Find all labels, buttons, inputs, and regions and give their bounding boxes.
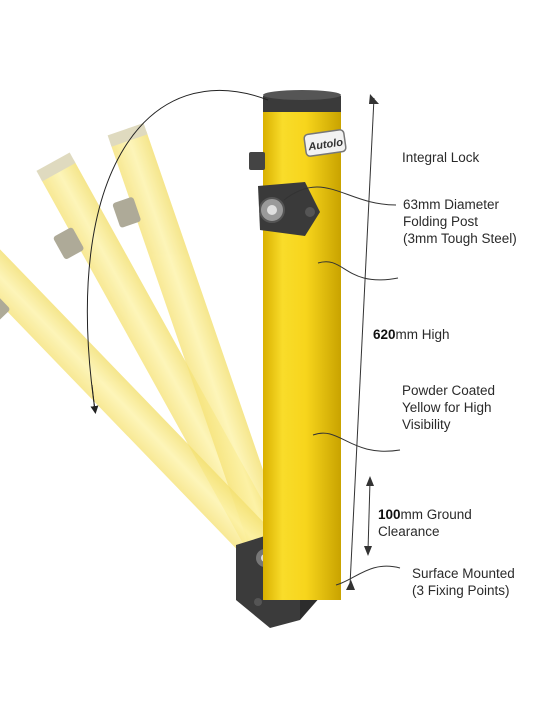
callout-diameter: 63mm Diameter Folding Post (3mm Tough St… bbox=[403, 197, 517, 246]
height-dimension bbox=[346, 94, 379, 590]
leader-surface bbox=[335, 565, 401, 586]
upright-post: Autolo bbox=[249, 90, 347, 600]
callout-clearance: 100mm Ground Clearance bbox=[378, 507, 472, 539]
leader-diameter bbox=[283, 186, 397, 206]
callout-height: 620mm High bbox=[373, 327, 450, 342]
post-brand-label: Autolo bbox=[307, 137, 344, 154]
ghost-post-3 bbox=[0, 225, 287, 573]
leader-folding-post bbox=[317, 261, 399, 281]
callout-powder-coat: Powder Coated Yellow for High Visibility bbox=[402, 383, 496, 432]
fold-rotation-arrow bbox=[86, 89, 269, 414]
leader-powder-coat bbox=[312, 432, 401, 452]
clearance-dimension bbox=[364, 476, 374, 556]
callout-integral-lock: Integral Lock bbox=[402, 150, 480, 165]
callout-surface-mounted: Surface Mounted (3 Fixing Points) bbox=[412, 566, 515, 598]
